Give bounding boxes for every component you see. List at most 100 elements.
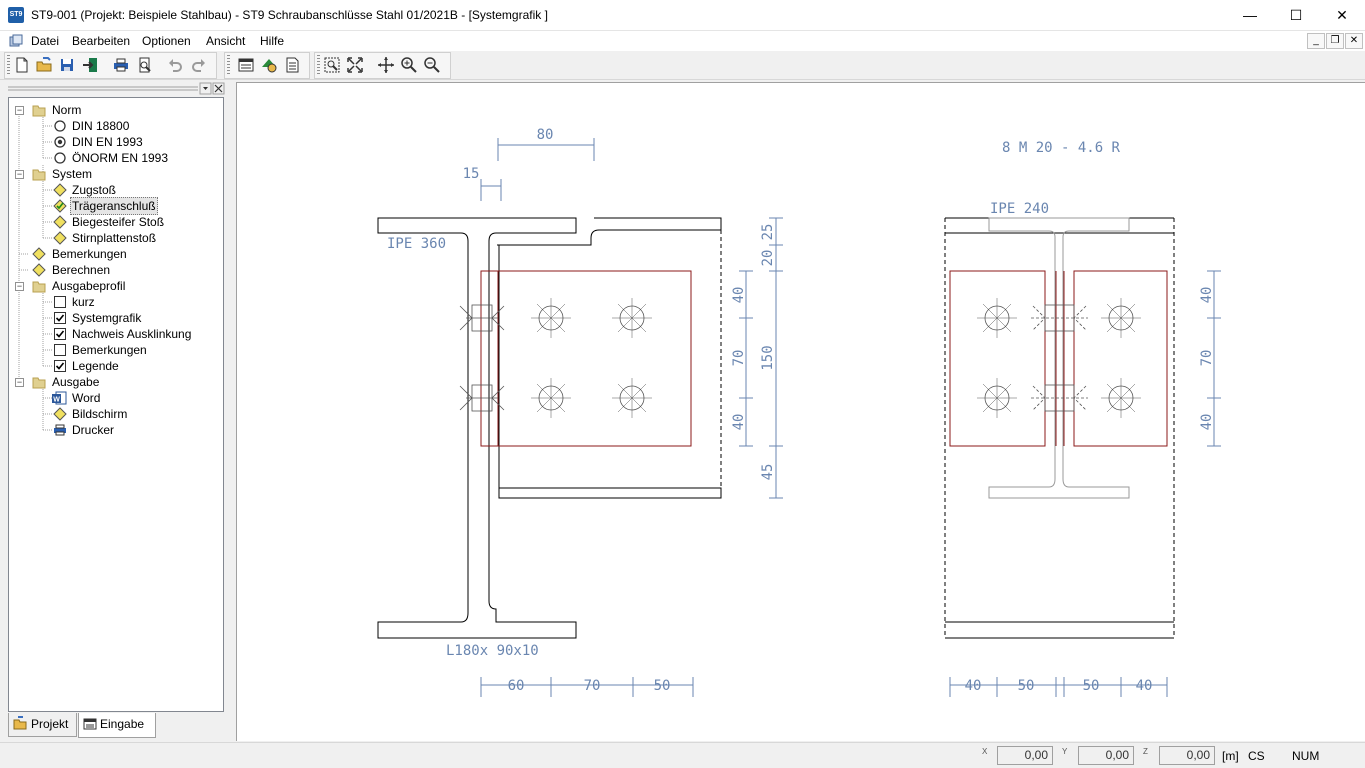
dimension-lines-left [480, 138, 783, 697]
toolbar-grip[interactable] [317, 55, 320, 75]
new-file-icon[interactable] [12, 55, 32, 75]
close-button[interactable]: ✕ [1336, 7, 1348, 23]
bolt-symbol [977, 378, 1017, 418]
dimension-lines-right [949, 270, 1221, 697]
ipe240-ghost [988, 217, 1130, 499]
mdi-restore-button[interactable]: ❐ [1326, 33, 1344, 49]
girder-section-right [944, 217, 1175, 639]
tab-projekt[interactable]: Projekt [8, 713, 77, 737]
dim-label: 70 [1199, 350, 1215, 367]
tree-expander-ausgabe[interactable]: − [15, 377, 24, 387]
zoom-in-icon[interactable] [399, 55, 419, 75]
diamond-icon [32, 247, 46, 261]
checkbox-on-icon [54, 360, 66, 372]
dim-label: 40 [1199, 287, 1215, 304]
status-bar [0, 742, 1365, 768]
app-icon: ST9 [8, 7, 24, 23]
open-folder-icon[interactable] [34, 55, 54, 75]
girder-flange [497, 217, 722, 499]
bolt-spec-label: 8 M 20 - 4.6 R [1002, 140, 1121, 156]
calculate-icon[interactable] [259, 55, 279, 75]
save-icon[interactable] [57, 55, 77, 75]
bolt-section [1031, 304, 1088, 332]
printer-icon [54, 424, 66, 436]
checkbox-off-icon [54, 344, 66, 356]
exit-icon[interactable] [80, 55, 100, 75]
profile-label-angle: L180x 90x10 [446, 643, 539, 659]
minimize-button[interactable]: — [1243, 7, 1257, 23]
toolbar-grip[interactable] [7, 55, 10, 75]
undo-icon[interactable] [165, 55, 185, 75]
navigator-tree: − Norm DIN 18800 DIN EN 1993 ÖNORM EN 19… [8, 97, 224, 712]
menu-ansicht[interactable]: Ansicht [206, 34, 246, 48]
dim-label: 70 [584, 678, 601, 694]
checkbox-on-icon [54, 328, 66, 340]
drawing-canvas[interactable]: 80 15 IPE 360 L180x 90x10 25 20 40 70 15… [236, 82, 1365, 741]
z-coordinate-field: 0,00 [1159, 746, 1215, 765]
dim-label: 150 [760, 345, 776, 370]
input-dialog-icon[interactable] [236, 55, 256, 75]
dim-label: 20 [760, 250, 776, 267]
document-menu-icon[interactable] [9, 34, 23, 47]
bolt-group-left [459, 298, 652, 418]
report-icon[interactable] [282, 55, 302, 75]
folder-icon [32, 281, 46, 293]
dim-label: 80 [537, 127, 554, 143]
radio-off-icon [54, 120, 66, 132]
word-icon: W [52, 391, 67, 405]
bolt-symbol [1101, 298, 1141, 338]
angle-plate [480, 270, 692, 447]
bolt-symbol [531, 378, 571, 418]
toolbar-grip[interactable] [227, 55, 230, 75]
tree-expander-ausgabeprofil[interactable]: − [15, 281, 24, 291]
dim-label: 40 [1136, 678, 1153, 694]
system-graphic: 80 15 IPE 360 L180x 90x10 25 20 40 70 15… [377, 127, 1221, 697]
tab-eingabe[interactable]: Eingabe [78, 713, 156, 738]
zoom-out-icon[interactable] [422, 55, 442, 75]
y-coordinate-field: 0,00 [1078, 746, 1134, 765]
menu-hilfe[interactable]: Hilfe [260, 34, 285, 48]
angle-plates-right [949, 270, 1168, 447]
y-axis-icon: Y [1062, 747, 1068, 756]
z-axis-icon: Z [1143, 747, 1148, 756]
x-coordinate-field: 0,00 [997, 746, 1053, 765]
dim-label: 15 [463, 166, 480, 182]
menu-bearbeiten[interactable]: Bearbeiten [72, 34, 131, 48]
folder-icon [32, 169, 46, 181]
project-icon [13, 716, 27, 730]
print-preview-icon[interactable] [135, 55, 155, 75]
bolt-symbol [612, 298, 652, 338]
mdi-minimize-button[interactable]: _ [1307, 33, 1325, 49]
dim-label: 50 [1018, 678, 1035, 694]
tree-expander-system[interactable]: − [15, 169, 24, 179]
dimension-labels-right: 8 M 20 - 4.6 R IPE 240 40 70 40 40 50 50… [965, 140, 1215, 694]
title-bar: ST9 ST9-001 (Projekt: Beispiele Stahlbau… [0, 0, 1365, 31]
diamond-icon [53, 183, 67, 197]
maximize-button[interactable]: ☐ [1289, 7, 1303, 23]
pan-icon[interactable] [376, 55, 396, 75]
redo-icon[interactable] [189, 55, 209, 75]
tree-expander-norm[interactable]: − [15, 105, 24, 115]
bolt-symbol [977, 298, 1017, 338]
ipe360-beam [377, 217, 577, 639]
radio-on-icon [54, 136, 66, 148]
dim-label: 50 [1083, 678, 1100, 694]
diamond-icon [53, 215, 67, 229]
zoom-window-icon[interactable] [322, 55, 342, 75]
menu-optionen[interactable]: Optionen [142, 34, 191, 48]
dim-label: 40 [731, 287, 747, 304]
profile-label-ipe360: IPE 360 [387, 236, 446, 252]
bolt-symbol [1101, 378, 1141, 418]
print-icon[interactable] [111, 55, 131, 75]
menu-datei[interactable]: Datei [31, 34, 60, 48]
folder-icon [32, 377, 46, 389]
dim-label: 45 [760, 464, 776, 481]
dim-label: 50 [654, 678, 671, 694]
bolt-section [459, 304, 505, 332]
mdi-close-button[interactable]: ✕ [1345, 33, 1363, 49]
dim-label: 40 [731, 414, 747, 431]
checkbox-on-icon [54, 312, 66, 324]
dim-label: 60 [508, 678, 525, 694]
zoom-all-icon[interactable] [345, 55, 365, 75]
folder-icon [32, 105, 46, 117]
